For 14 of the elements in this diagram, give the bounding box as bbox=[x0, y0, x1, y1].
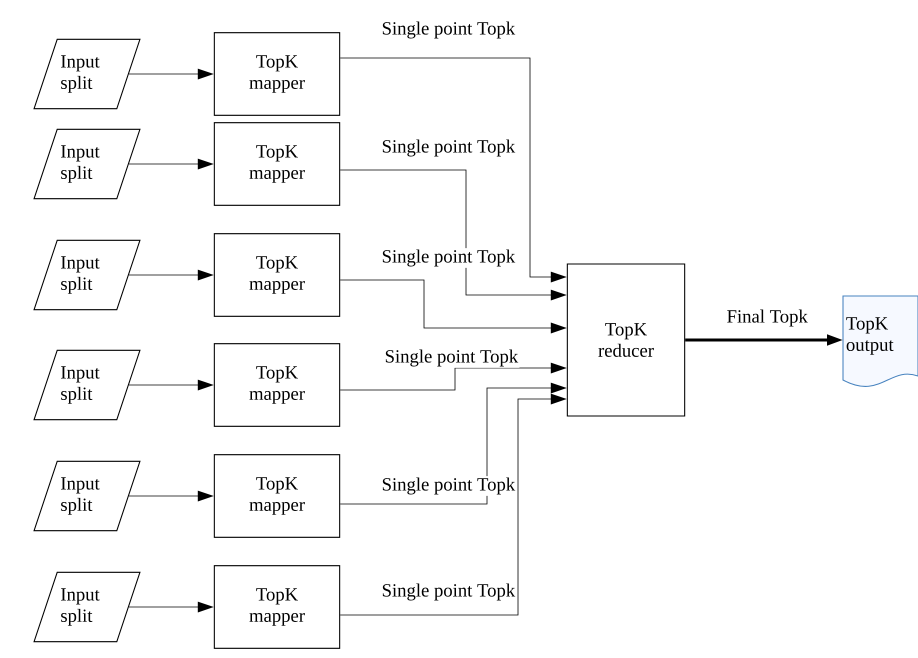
edge-label: Single point Topk bbox=[380, 20, 516, 40]
edge-label: Single point Topk bbox=[380, 248, 516, 268]
mapper-box: TopK mapper bbox=[214, 343, 340, 427]
edge-label: Single point Topk bbox=[383, 348, 520, 368]
edge-label: Single point Topk bbox=[380, 582, 516, 602]
mapper-box: TopK mapper bbox=[214, 565, 340, 649]
mapper-box: TopK mapper bbox=[214, 122, 340, 206]
reducer-box: TopK reducer bbox=[566, 263, 686, 417]
edge-label: Single point Topk bbox=[380, 476, 516, 496]
mapper-box: TopK mapper bbox=[214, 233, 340, 317]
mapper-box: TopK mapper bbox=[214, 32, 340, 116]
mapper-box: TopK mapper bbox=[214, 454, 340, 538]
edge-label: Final Topk bbox=[725, 308, 810, 328]
edge-label: Single point Topk bbox=[380, 138, 516, 158]
